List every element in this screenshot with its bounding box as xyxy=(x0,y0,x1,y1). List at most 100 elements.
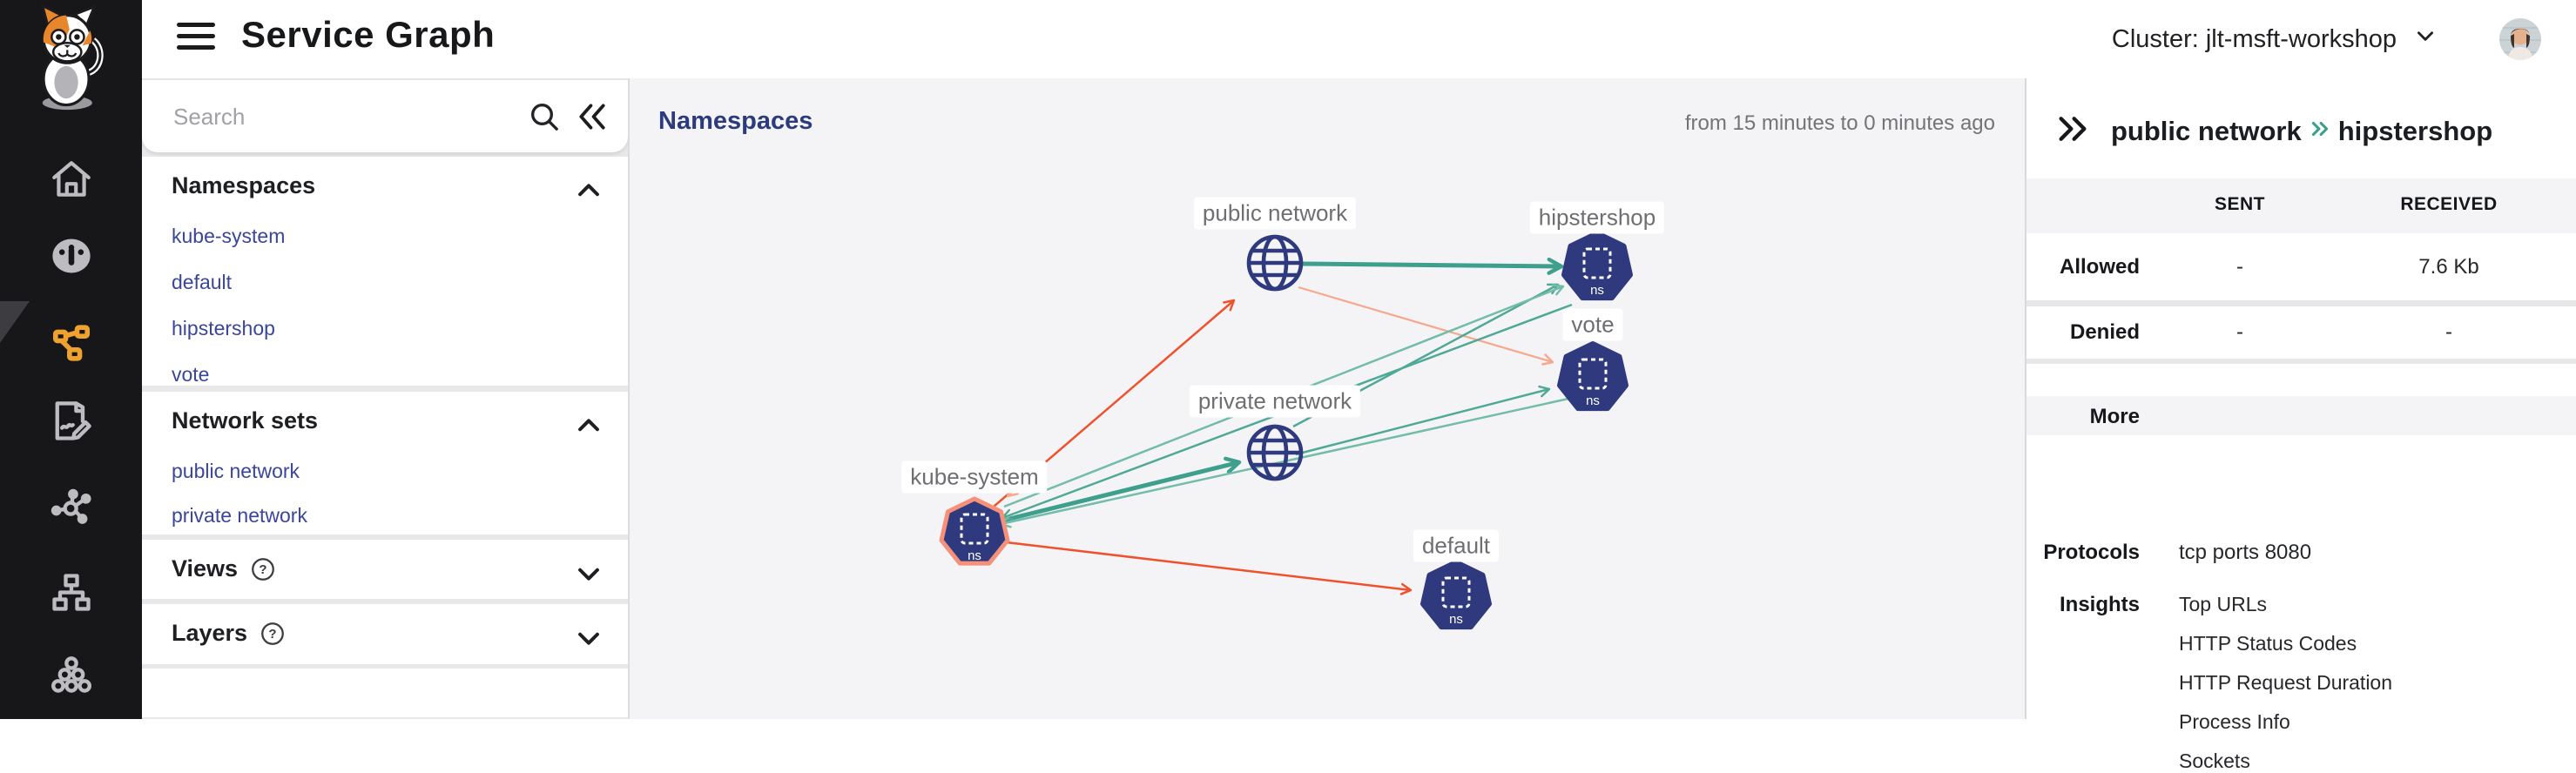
more-section: More Protocols tcp ports 8080 Insights T… xyxy=(2026,364,2576,772)
edge-kube-system-to-default[interactable] xyxy=(998,540,1413,595)
insight-item: Top URLs xyxy=(2179,593,2267,615)
page-title: Service Graph xyxy=(241,14,496,55)
namespace-link[interactable]: hipstershop xyxy=(172,317,275,339)
namespace-link[interactable]: vote xyxy=(172,363,210,386)
svg-text:ns: ns xyxy=(1449,612,1463,627)
sidebar-item-workloads[interactable] xyxy=(49,655,94,700)
edge-public-network-to-hipstershop[interactable] xyxy=(1301,257,1564,275)
svg-text:ns: ns xyxy=(1586,393,1600,408)
insight-item: HTTP Status Codes xyxy=(2179,632,2357,655)
protocols-label: Protocols xyxy=(2043,541,2140,564)
section-header-views[interactable]: Views ? xyxy=(172,555,276,582)
insight-item: Sockets xyxy=(2179,749,2250,772)
section-views: Views ? xyxy=(142,540,628,599)
chevron-down-icon[interactable] xyxy=(574,623,604,657)
section-header-namespaces[interactable]: Namespaces xyxy=(172,172,316,198)
table-row-denied: Denied - - xyxy=(2026,306,2576,359)
node-label-vote: vote xyxy=(1562,308,1623,341)
sidebar-item-home[interactable] xyxy=(49,158,94,204)
svg-text:?: ? xyxy=(268,627,276,642)
namespace-links: kube-system default hipstershop vote xyxy=(172,225,285,409)
edge-kube-system-to-private-network[interactable] xyxy=(1001,456,1242,523)
sidebar-item-hierarchy[interactable] xyxy=(49,572,94,617)
chevron-down-icon xyxy=(2414,24,2437,54)
active-item-notch xyxy=(0,301,30,343)
section-namespaces: Namespaces kube-system default hipstershop… xyxy=(142,157,628,386)
edge-public-network-to-vote[interactable] xyxy=(1298,286,1554,366)
edge-breadcrumb: public network hipstershop xyxy=(2111,116,2492,147)
home-icon xyxy=(50,158,93,205)
collapse-details-icon[interactable] xyxy=(2055,111,2090,151)
edge-source: public network xyxy=(2111,115,2302,146)
filter-panel: Namespaces kube-system default hipstershop… xyxy=(142,78,628,719)
chevron-up-icon[interactable] xyxy=(574,176,604,210)
sitemap-icon xyxy=(49,570,94,620)
user-avatar[interactable] xyxy=(2499,18,2541,60)
sidebar-item-dashboard[interactable] xyxy=(49,235,94,280)
sidebar-item-reports[interactable] xyxy=(49,400,94,446)
app-header: Service Graph Cluster: jlt-msft-workshop xyxy=(142,0,2576,78)
cat-logo-icon xyxy=(19,3,122,116)
network-set-links: public network private network xyxy=(172,460,307,548)
insight-item: Process Info xyxy=(2179,710,2290,733)
collapse-panel-icon[interactable] xyxy=(576,100,609,138)
insight-item: HTTP Request Duration xyxy=(2179,671,2393,694)
traffic-table: SENT RECEIVED Allowed - 7.6 Kb xyxy=(2026,178,2576,300)
help-icon[interactable]: ? xyxy=(250,556,276,582)
col-received: RECEIVED xyxy=(2400,194,2498,214)
svg-text:?: ? xyxy=(259,562,266,577)
search-bar xyxy=(142,80,628,152)
graph-svg[interactable]: ns ns ns ns xyxy=(630,78,2026,719)
node-vote[interactable]: ns xyxy=(1557,341,1629,412)
chevron-up-icon[interactable] xyxy=(574,411,604,445)
protocols-value: tcp ports 8080 xyxy=(2179,541,2312,564)
svg-text:ns: ns xyxy=(1590,283,1604,298)
network-set-link[interactable]: private network xyxy=(172,504,307,527)
details-panel: public network hipstershop SENT RECEIVED… xyxy=(2025,78,2576,772)
namespace-link[interactable]: kube-system xyxy=(172,225,286,247)
section-layers: Layers ? xyxy=(142,604,628,664)
node-kube-system[interactable]: ns xyxy=(939,496,1010,566)
help-icon[interactable]: ? xyxy=(260,621,286,647)
section-header-layers[interactable]: Layers ? xyxy=(172,620,286,647)
node-label-hipstershop: hipstershop xyxy=(1529,201,1665,234)
node-label-private-network: private network xyxy=(1189,385,1361,418)
time-range-label: from 15 minutes to 0 minutes ago xyxy=(1684,111,1995,135)
empty-card xyxy=(142,669,628,717)
search-input[interactable] xyxy=(172,97,502,136)
sidebar-item-connections[interactable] xyxy=(49,487,94,532)
chevrons-right-icon xyxy=(2309,116,2331,147)
report-edit-icon xyxy=(49,399,94,448)
canvas-title: Namespaces xyxy=(658,107,813,135)
cluster-selector[interactable]: Cluster: jlt-msft-workshop xyxy=(2112,0,2437,78)
service-graph-canvas[interactable]: ns ns ns ns Namespaces from 15 minutes to 0… xyxy=(628,78,2025,719)
svg-text:ns: ns xyxy=(968,548,981,563)
insights-label: Insights xyxy=(2059,593,2140,616)
service-graph-icon xyxy=(49,320,94,370)
col-sent: SENT xyxy=(2214,194,2266,214)
cluster-circles-icon xyxy=(49,653,94,702)
dashboard-icon xyxy=(49,233,94,283)
edge-private-network-to-vote[interactable] xyxy=(1295,385,1551,456)
edge-target: hipstershop xyxy=(2337,115,2493,146)
chevron-down-icon[interactable] xyxy=(574,559,604,593)
molecule-icon xyxy=(49,485,94,534)
cluster-label: Cluster: jlt-msft-workshop xyxy=(2111,24,2397,53)
search-icon xyxy=(527,99,562,138)
hamburger-menu-icon[interactable] xyxy=(177,23,215,56)
traffic-table-header: SENT RECEIVED xyxy=(2026,178,2576,233)
details-title-card: public network hipstershop xyxy=(2026,78,2576,178)
node-hipstershop[interactable]: ns xyxy=(1561,231,1633,301)
node-public-network[interactable] xyxy=(1246,234,1304,292)
node-private-network[interactable] xyxy=(1246,424,1304,481)
sidebar-item-service-graph[interactable] xyxy=(49,322,94,367)
section-header-network-sets[interactable]: Network sets xyxy=(172,407,319,434)
network-set-link[interactable]: public network xyxy=(172,460,300,482)
node-label-default: default xyxy=(1413,529,1500,562)
more-band: More xyxy=(2026,396,2576,435)
node-label-public-network: public network xyxy=(1193,197,1357,230)
node-default[interactable]: ns xyxy=(1420,560,1492,630)
section-network-sets: Network sets public network private netwo… xyxy=(142,392,628,534)
nav-rail xyxy=(0,0,142,719)
namespace-link[interactable]: default xyxy=(172,271,233,293)
